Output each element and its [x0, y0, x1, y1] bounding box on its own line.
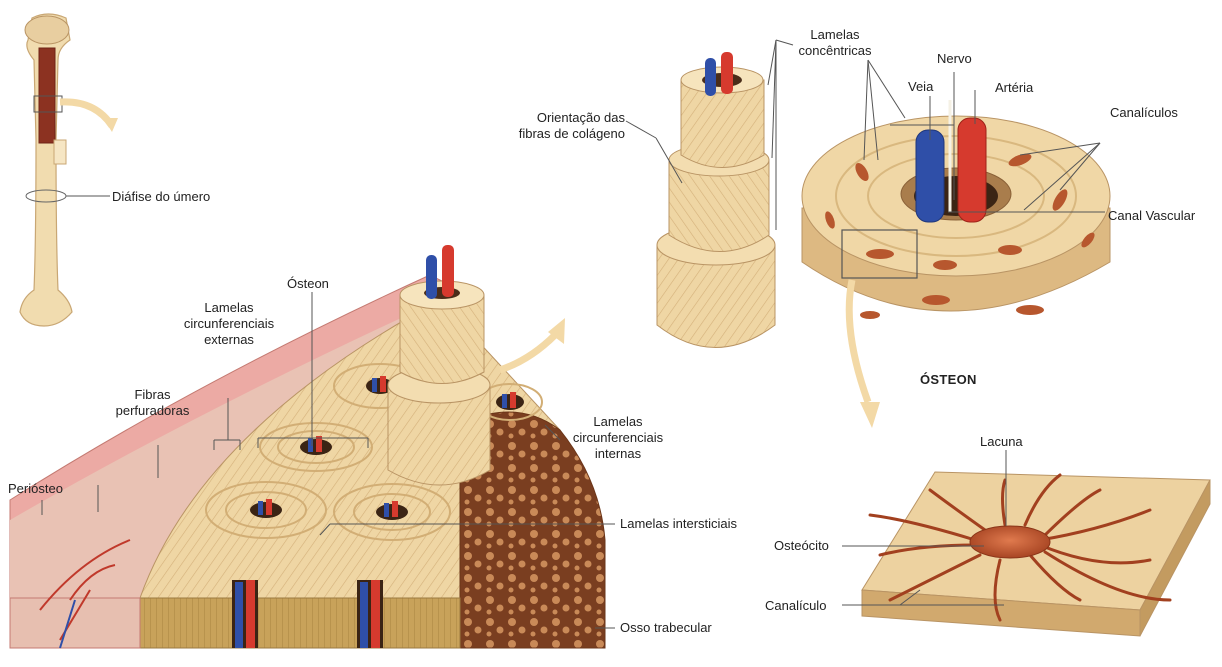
osteon-cylinder: [657, 52, 775, 348]
label-orientacao-line1: Orientação das: [505, 110, 625, 126]
label-diafise: Diáfise do úmero: [112, 189, 210, 205]
label-canal-vascular: Canal Vascular: [1108, 208, 1195, 224]
label-periosteo: Periósteo: [8, 481, 63, 497]
label-lamelas-externas-line1: Lamelas: [168, 300, 290, 316]
label-nervo: Nervo: [937, 51, 972, 67]
label-lamelas-internas-line1: Lamelas: [557, 414, 679, 430]
osteocyte-slab: [862, 472, 1210, 636]
label-lamelas-concentricas-line2: concêntricas: [790, 43, 880, 59]
label-lamelas-concentricas: Lamelas concêntricas: [790, 27, 880, 59]
label-osteocito: Osteócito: [774, 538, 829, 554]
label-lamelas-externas-line3: externas: [168, 332, 290, 348]
label-lacuna: Lacuna: [980, 434, 1023, 450]
label-fibras-perfuradoras: Fibras perfuradoras: [100, 387, 205, 419]
label-canaliculos: Canalículos: [1110, 105, 1178, 121]
label-lamelas-internas-line3: internas: [557, 446, 679, 462]
label-lamelas-externas: Lamelas circunferenciais externas: [168, 300, 290, 348]
label-osteon-title: ÓSTEON: [920, 372, 977, 388]
compact-bone-block: [10, 245, 605, 648]
label-arteria: Artéria: [995, 80, 1033, 96]
label-lamelas-internas-line2: circunferenciais: [557, 430, 679, 446]
label-osteon: Ósteon: [287, 276, 329, 292]
label-orientacao-fibras: Orientação das fibras de colágeno: [505, 110, 625, 142]
label-fibras-line2: perfuradoras: [100, 403, 205, 419]
label-lamelas-internas: Lamelas circunferenciais internas: [557, 414, 679, 462]
humerus-bone: [20, 14, 118, 326]
label-fibras-line1: Fibras: [100, 387, 205, 403]
label-lamelas-intersticiais: Lamelas intersticiais: [620, 516, 737, 532]
label-canaliculo: Canalículo: [765, 598, 826, 614]
label-orientacao-line2: fibras de colágeno: [505, 126, 625, 142]
label-lamelas-concentricas-line1: Lamelas: [790, 27, 880, 43]
label-lamelas-externas-line2: circunferenciais: [168, 316, 290, 332]
label-osso-trabecular: Osso trabecular: [620, 620, 712, 636]
label-veia: Veia: [908, 79, 933, 95]
